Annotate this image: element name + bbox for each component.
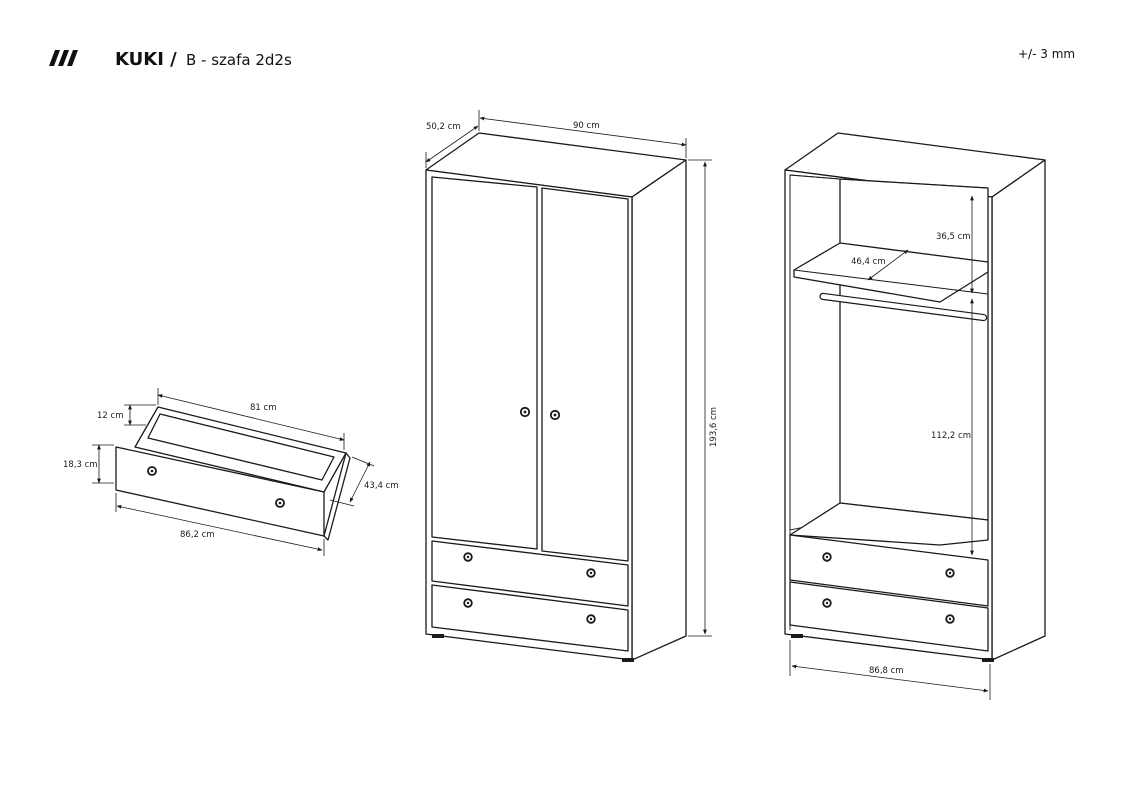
tolerance-note: +/- 3 mm	[1018, 47, 1075, 61]
drawer-knob	[586, 568, 596, 578]
drawer-knob-left	[147, 466, 157, 476]
hanging-rail	[819, 292, 988, 322]
dim-wardrobe-height: 193,6 cm	[709, 407, 719, 447]
interior-floor	[789, 502, 989, 546]
drawer-front-lower	[431, 584, 629, 652]
drawer-knob	[945, 614, 955, 624]
foot-left-open	[791, 634, 803, 638]
drawer-knob-right	[275, 498, 285, 508]
wardrobe-side	[631, 159, 687, 661]
drawer-front-upper-open	[789, 534, 989, 607]
dim-shelf-depth: 46,4 cm	[851, 257, 886, 267]
dim-top-shelf-height: 36,5 cm	[936, 232, 971, 242]
wardrobe-open-side	[991, 159, 1046, 661]
dim-inner-width: 86,8 cm	[869, 666, 904, 676]
dim-line-wardrobe-depth	[425, 125, 479, 163]
dim-drawer-inner-height: 12 cm	[97, 411, 123, 421]
drawer-side	[323, 452, 351, 541]
drawer-drawing: 81 cm 12 cm 18,3 cm 43,4 cm 86,2 cm	[63, 388, 399, 556]
interior-back	[839, 178, 989, 521]
dim-drawer-front-width: 86,2 cm	[180, 530, 215, 540]
wardrobe-closed-drawing: 50,2 cm 90 cm 193,6 cm	[425, 110, 719, 662]
dim-drawer-inner-length: 81 cm	[250, 403, 276, 413]
dim-line-drawer-depth	[349, 461, 371, 503]
door-left	[431, 176, 538, 550]
foot-right	[622, 658, 634, 662]
dim-line-drawer-length	[157, 394, 345, 441]
door-right	[541, 187, 629, 562]
foot-right-open	[982, 658, 994, 662]
foot-left	[432, 634, 444, 638]
drawer-knob	[822, 552, 832, 562]
dim-line-drawer-front-width	[116, 505, 323, 551]
drawer-knob	[463, 598, 473, 608]
drawer-knob	[463, 552, 473, 562]
drawer-knob	[586, 614, 596, 624]
product-variant: B - szafa 2d2s	[186, 51, 292, 69]
door-knob-right	[549, 409, 561, 421]
door-knob-left	[519, 406, 531, 418]
dim-line-shelf-depth	[867, 249, 909, 281]
wardrobe-open-drawing: 36,5 cm 46,4 cm 112,2 cm 86,8 cm	[784, 132, 1046, 700]
dim-drawer-depth: 43,4 cm	[364, 481, 399, 491]
dim-line-wardrobe-width	[479, 116, 687, 147]
dim-line-inner-width	[791, 664, 989, 693]
drawer-front-upper	[431, 540, 629, 607]
drawer-front-lower-open	[789, 581, 989, 652]
dim-wardrobe-width: 90 cm	[573, 121, 599, 131]
dim-drawer-front-height: 18,3 cm	[63, 460, 98, 470]
dim-hanging-height: 112,2 cm	[931, 431, 971, 441]
product-title: KUKI /	[115, 49, 177, 70]
triple-slash-icon	[49, 50, 78, 66]
drawer-knob	[822, 598, 832, 608]
dim-wardrobe-depth: 50,2 cm	[426, 122, 461, 132]
drawer-knob	[945, 568, 955, 578]
